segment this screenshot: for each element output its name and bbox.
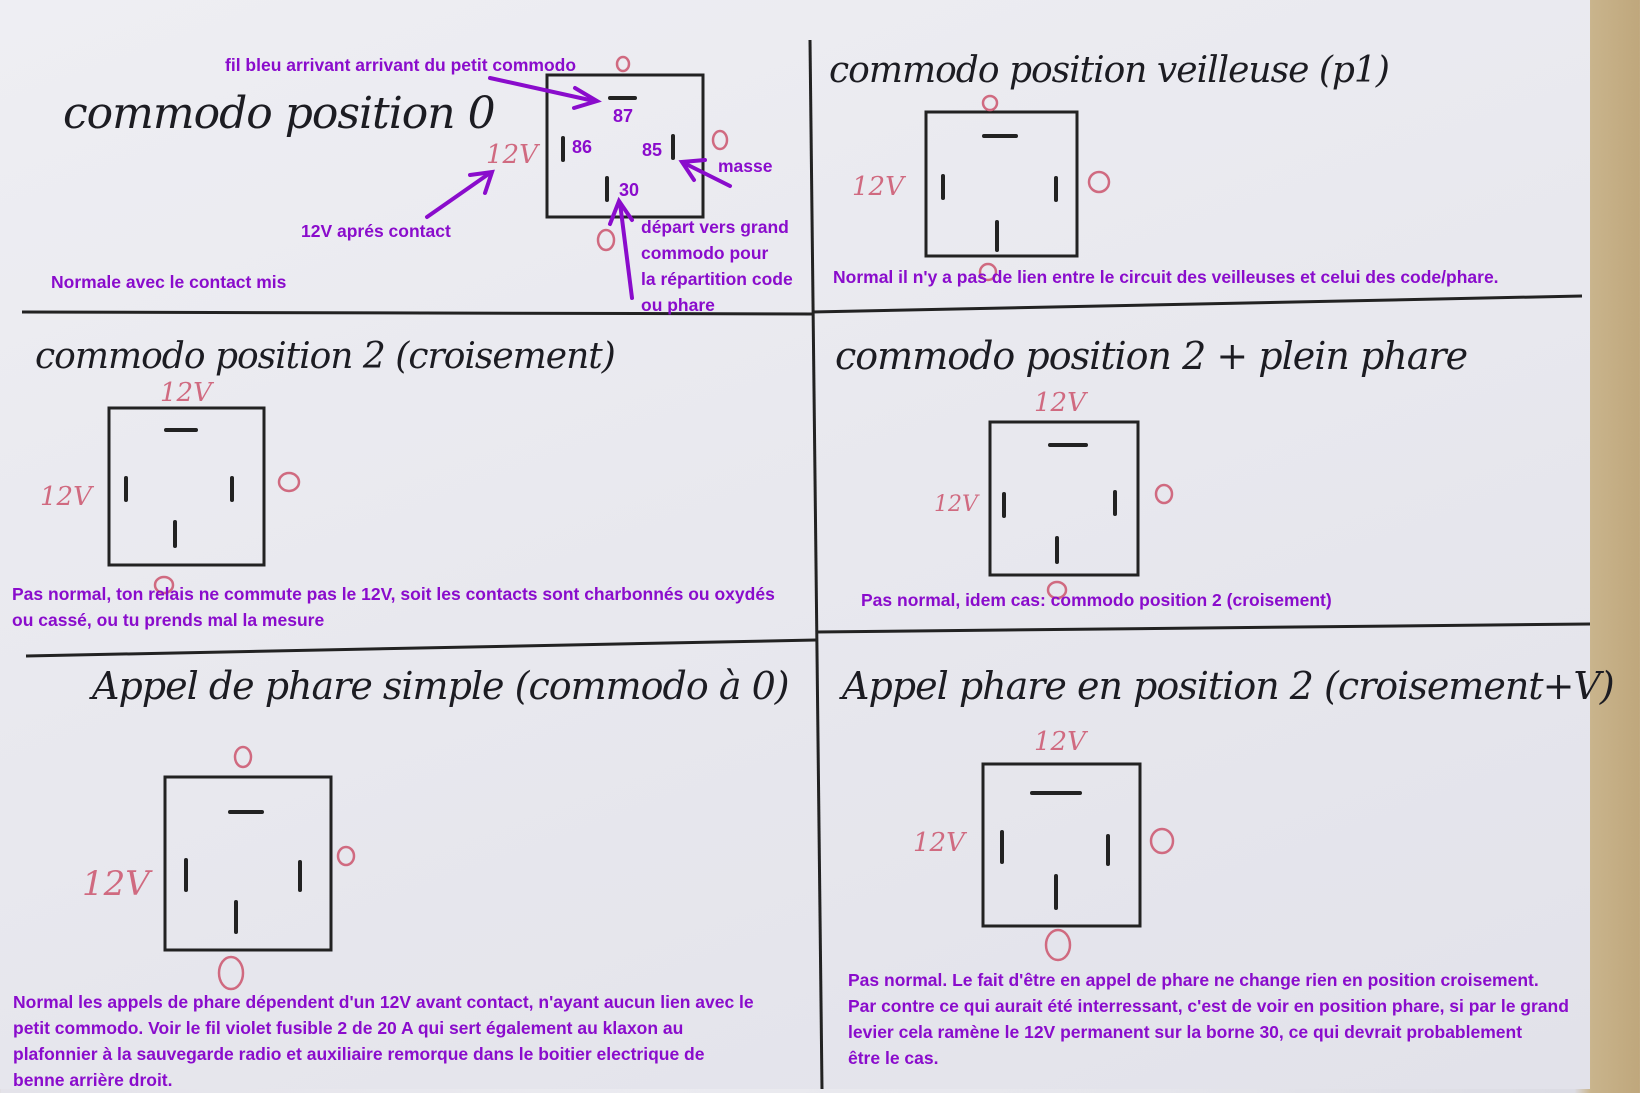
departure-line: ou phare [641,295,715,315]
quadrant-4-comment: Pas normal, idem cas: commodo position 2… [861,590,1332,610]
quadrant-3-title: commodo position 2 (croisement) [35,336,616,377]
blue-wire-annotation: fil bleu arrivant arrivant du petit comm… [225,55,577,75]
divider-row2-right [815,622,1591,634]
quadrant-5-comment: Normal les appels de phare dépendent d'u… [13,989,754,1093]
comment-line: benne arrière droit. [13,1070,173,1090]
departure-line: départ vers grand [641,217,789,237]
quadrant-3-comment: Pas normal, ton relais ne commute pas le… [12,581,775,633]
quadrant-1-12v-left: 12V [486,140,538,170]
quadrant-4-12v-left: 12V [934,492,978,517]
relay-box-1 [545,73,705,219]
quadrant-6-comment: Pas normal. Le fait d'être en appel de p… [848,967,1569,1071]
quadrant-6-12v-top: 12V [1034,727,1086,757]
quadrant-4-12v-top: 12V [1034,388,1086,418]
quadrant-2-comment: Normal il n'y a pas de lien entre le cir… [833,267,1499,287]
comment-line: ou cassé, ou tu prends mal la mesure [12,610,325,630]
quadrant-2-12v-left: 12V [852,172,904,202]
pin-86-label: 86 [572,137,593,157]
comment-line: Par contre ce qui aurait été interressan… [848,996,1569,1016]
departure-line: commodo pour [641,243,769,263]
ground-annotation: masse [718,156,773,176]
relay-box-6 [981,762,1142,928]
zero-marks [153,55,1175,991]
quadrant-4-title: commodo position 2 + plein phare [835,334,1468,378]
pin-87-label: 87 [613,106,634,126]
divider-row2-left [25,638,817,658]
quadrant-2-title: commodo position veilleuse (p1) [829,50,1390,91]
relay-box-2 [924,110,1079,258]
quadrant-1-title: commodo position 0 [63,88,496,139]
departure-annotation: départ vers grand commodo pour la répart… [641,214,793,318]
divider-row1-left [21,310,813,316]
pin-85-label: 85 [642,140,663,160]
comment-line: Normal les appels de phare dépendent d'u… [13,992,754,1012]
divider-row1-right [811,294,1583,314]
vertical-divider [808,39,824,1089]
quadrant-5-title: Appel de phare simple (commodo à 0) [92,664,790,708]
pin-30-label: 30 [619,180,640,200]
comment-line: être le cas. [848,1048,939,1068]
relay-box-3 [107,406,266,567]
departure-line: la répartition code [641,269,793,289]
comment-line: levier cela ramène le 12V permanent sur … [848,1022,1523,1042]
quadrant-6-title: Appel phare en position 2 (croisement+V) [842,664,1615,708]
quadrant-5-12v-left: 12V [82,864,150,904]
quadrant-6-12v-left: 12V [913,828,965,858]
quadrant-3-12v-left: 12V [40,482,92,512]
quadrant-1-comment: Normale avec le contact mis [51,272,287,292]
annotation-arrows [425,76,732,300]
comment-line: Pas normal. Le fait d'être en appel de p… [848,970,1539,990]
relay-box-5 [163,775,333,952]
comment-line: petit commodo. Voir le fil violet fusibl… [13,1018,684,1038]
comment-line: Pas normal, ton relais ne commute pas le… [12,584,775,604]
comment-line: plafonnier à la sauvegarde radio et auxi… [13,1044,705,1064]
after-contact-annotation: 12V aprés contact [301,221,451,241]
quadrant-3-12v-top: 12V [160,378,212,408]
relay-box-4 [988,420,1140,577]
